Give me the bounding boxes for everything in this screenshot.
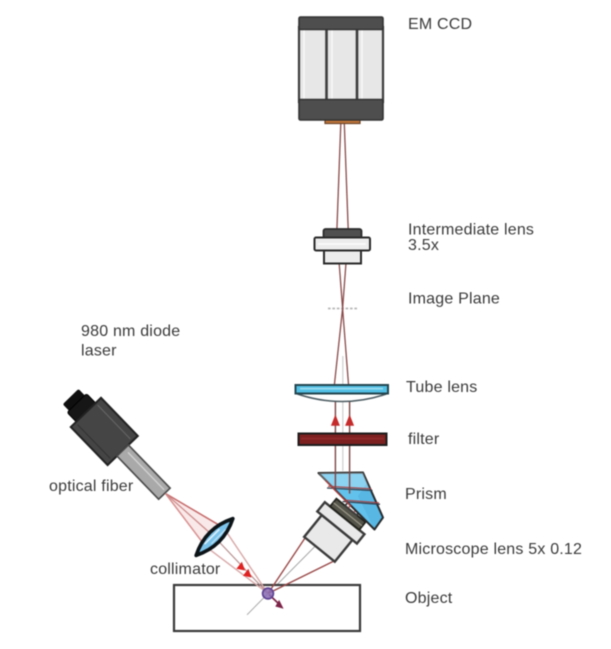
label-collimator: collimator — [150, 561, 221, 578]
diode-laser — [63, 389, 172, 501]
beam-object-to-objective — [267, 537, 335, 595]
label-tube-lens: Tube lens — [406, 379, 477, 396]
ccd-top-cap — [298, 16, 384, 31]
optical-fiber-ferrule — [115, 443, 172, 501]
intermediate-lens-bottom — [323, 249, 362, 265]
prism-face-highlight — [318, 472, 370, 489]
label-intermediate-lens-line1: Intermediate lens — [408, 222, 534, 239]
collimator-glass — [194, 516, 235, 558]
beam-segment — [343, 123, 349, 233]
beam-arrow-up — [345, 414, 355, 426]
fiber-highlight — [127, 451, 165, 491]
ccd-body — [297, 25, 385, 104]
collimator-highlight — [210, 529, 226, 545]
label-laser-line1: 980 nm diode — [81, 323, 180, 340]
beam-segment — [267, 560, 335, 595]
beam-segment — [325, 480, 352, 507]
intermediate-lens — [313, 228, 371, 265]
focal-point — [261, 587, 275, 600]
beam-arrow-up — [330, 414, 340, 426]
beam-segment — [223, 527, 269, 594]
emission-filter — [297, 432, 388, 446]
em-ccd-camera — [297, 16, 385, 125]
laser-cap — [63, 389, 87, 413]
beam-segment — [343, 499, 380, 504]
beam-segment — [267, 537, 306, 594]
beam-segment — [204, 545, 269, 595]
collimator-lens — [194, 516, 235, 558]
beam-segment — [165, 493, 215, 538]
label-intermediate-lens-line2: 3.5x — [408, 237, 439, 254]
objective-ring-highlight — [333, 502, 363, 527]
label-object: Object — [405, 590, 453, 607]
label-prism: Prism — [405, 486, 447, 503]
label-optical-fiber: optical fiber — [49, 478, 134, 495]
laser-body-highlight — [97, 404, 131, 440]
label-image-plane: Image Plane — [408, 291, 500, 308]
beam-segment — [333, 308, 344, 386]
ccd-bottom-cap — [298, 98, 384, 121]
label-microscope-lens: Microscope lens 5x 0.12 — [405, 541, 582, 558]
beam-segment — [165, 492, 225, 529]
beam-segment — [164, 493, 206, 547]
label-filter: filter — [408, 431, 440, 448]
arrow-head — [275, 599, 284, 609]
prism-face-shade — [358, 483, 383, 530]
laser-body-shadow — [77, 424, 111, 459]
beam-fiber-to-collimator — [164, 492, 225, 547]
beam-arrow-down-right — [236, 561, 245, 571]
beam-segment — [341, 308, 350, 386]
prism-internal-edge — [342, 500, 381, 505]
tube-lens-belly — [295, 392, 388, 403]
label-laser-line2: laser — [81, 343, 117, 360]
tube-lens — [294, 384, 389, 403]
beam-ccd-to-intermediate-lens — [336, 123, 349, 233]
beam-arrow-down-right — [242, 568, 252, 578]
label-em-ccd: EM CCD — [408, 16, 472, 33]
collimator-highlight — [204, 528, 221, 545]
beam-segment — [336, 123, 342, 233]
